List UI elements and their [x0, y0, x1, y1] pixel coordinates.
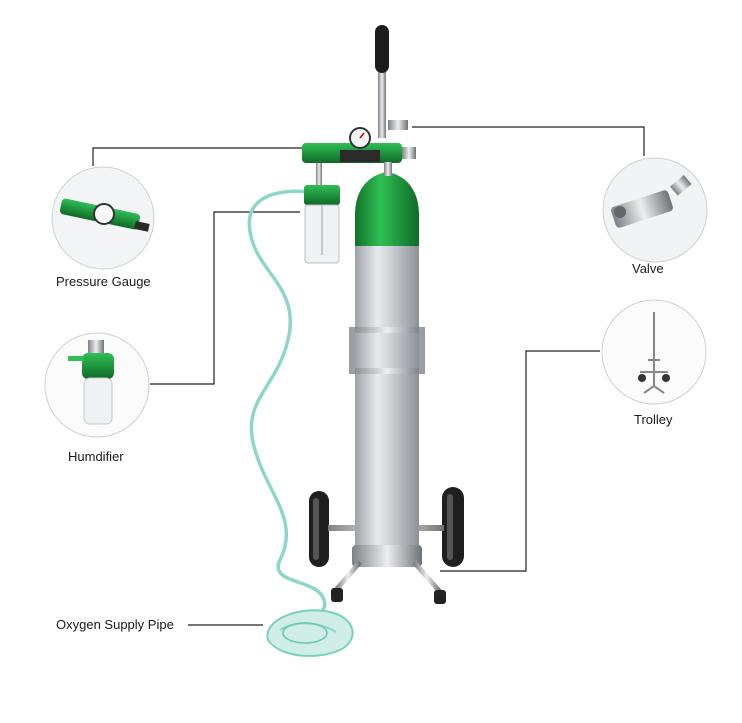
leader-line-trolley [440, 350, 600, 572]
humidifier-thumbnail [44, 332, 150, 438]
regulator-icon [302, 120, 416, 176]
valve-thumbnail [602, 157, 708, 263]
pressure-gauge-thumbnail [51, 166, 155, 270]
trolley-handle [375, 25, 389, 138]
trolley-thumbnail [601, 299, 707, 405]
label-humidifier: Humdifier [68, 449, 124, 464]
leader-line-valve [412, 126, 645, 156]
trolley-legs [334, 560, 442, 594]
label-valve: Valve [632, 261, 664, 276]
label-oxygen-supply-pipe: Oxygen Supply Pipe [56, 617, 174, 632]
leader-line-pressure-gauge [92, 147, 305, 166]
cylinder-icon [349, 172, 425, 567]
leader-lines [92, 126, 645, 626]
label-trolley: Trolley [634, 412, 673, 427]
oxygen-tube [247, 189, 327, 630]
trolley-wheels [309, 487, 464, 567]
oxygen-mask-icon [266, 609, 354, 657]
leader-line-humidifier [150, 211, 300, 385]
humidifier-bottle-icon [304, 163, 340, 264]
label-pressure-gauge: Pressure Gauge [56, 274, 151, 289]
